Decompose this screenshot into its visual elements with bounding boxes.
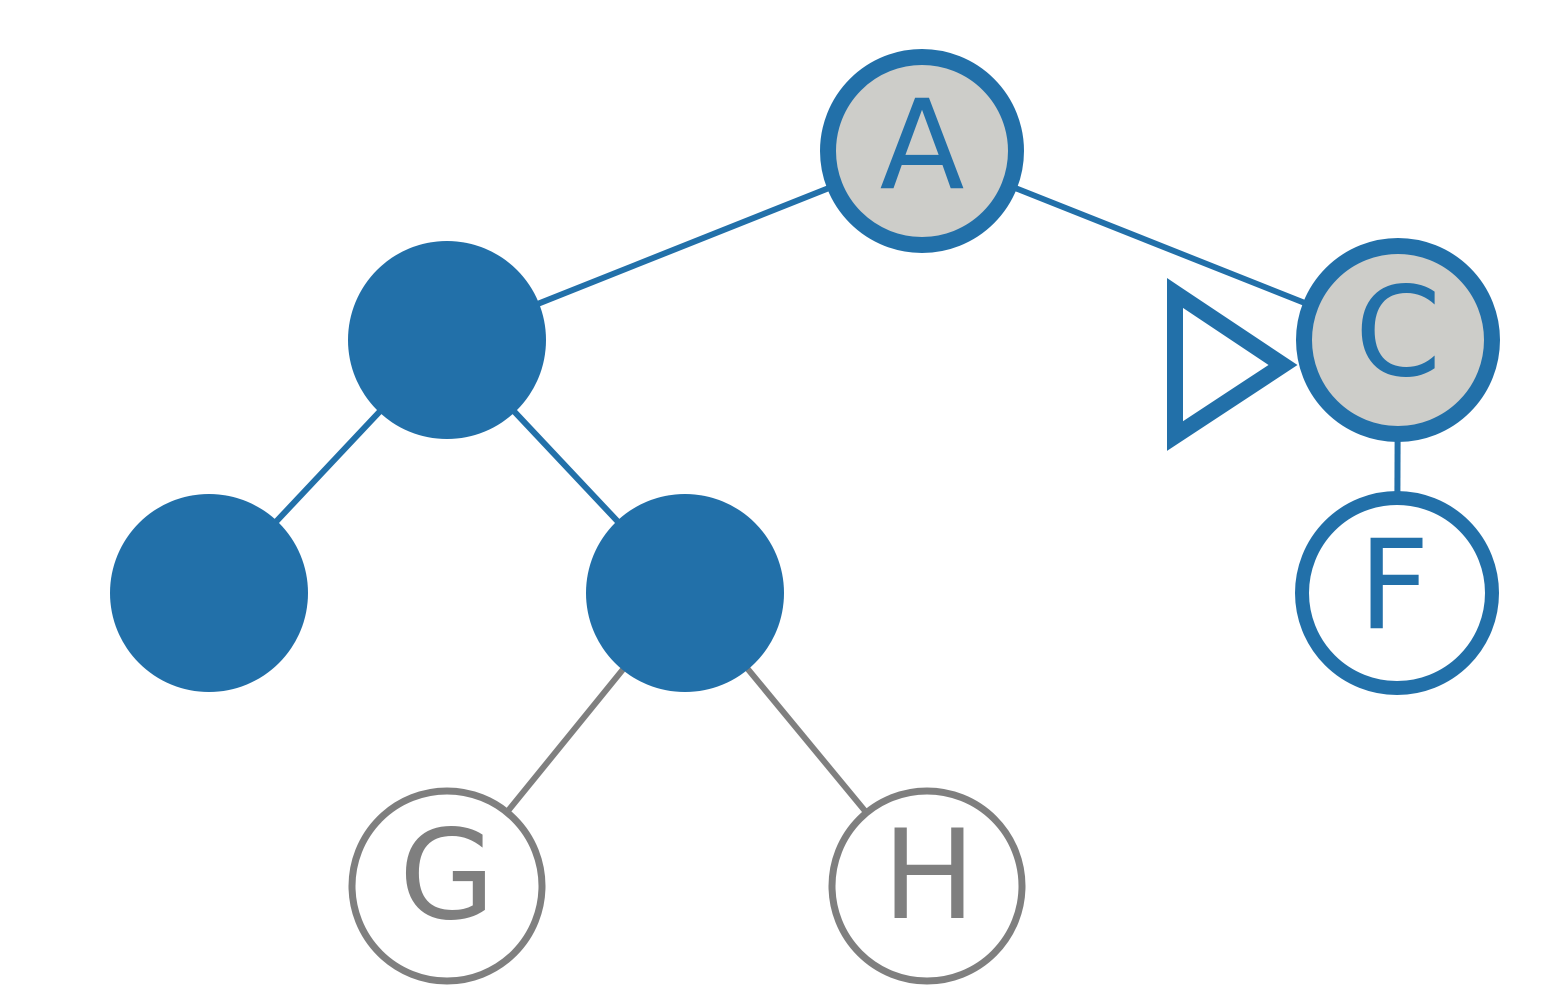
node-b[interactable] — [348, 241, 546, 439]
node-g[interactable]: G — [348, 787, 546, 985]
node-b-circle — [348, 241, 546, 439]
node-d-circle — [110, 494, 308, 692]
node-c[interactable]: C — [1296, 238, 1500, 442]
node-e[interactable] — [586, 494, 784, 692]
node-h-label: H — [882, 804, 975, 948]
node-d[interactable] — [110, 494, 308, 692]
node-a-label: A — [880, 74, 965, 218]
node-h[interactable]: H — [828, 787, 1026, 985]
node-a[interactable]: A — [820, 49, 1024, 253]
node-c-circle — [1296, 238, 1500, 442]
node-f-label: F — [1358, 514, 1429, 658]
node-a-circle — [820, 49, 1024, 253]
node-h-circle — [828, 787, 1026, 985]
node-f-circle — [1295, 491, 1499, 695]
node-c-label: C — [1355, 261, 1442, 405]
node-e-circle — [586, 494, 784, 692]
node-g-label: G — [399, 804, 495, 948]
node-g-circle — [348, 787, 546, 985]
node-f[interactable]: F — [1295, 491, 1499, 695]
triangle-pointer-icon — [1167, 278, 1298, 451]
